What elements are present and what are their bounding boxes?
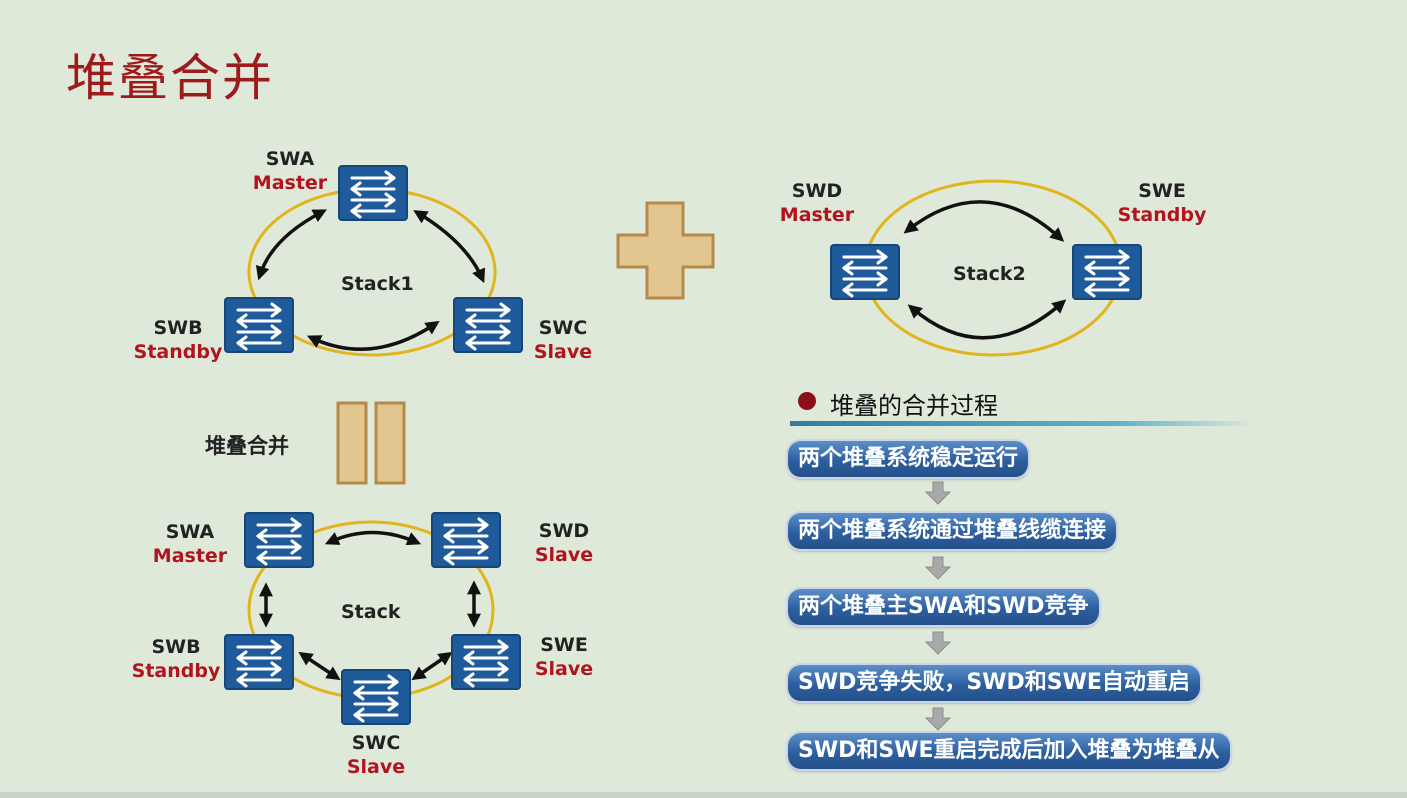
switch-role: Master xyxy=(252,172,328,194)
merged-stack-label: Stack xyxy=(341,601,401,623)
down-arrow-icon xyxy=(925,707,951,731)
switch-role: Slave xyxy=(533,341,593,363)
process-step-1: 两个堆叠系统稳定运行 xyxy=(788,441,1029,477)
process-step-3: 两个堆叠主SWA和SWD竞争 xyxy=(788,589,1099,625)
equals-icon xyxy=(336,401,406,485)
process-title: 堆叠的合并过程 xyxy=(830,392,998,420)
merged-swb-caption: SWB Standby xyxy=(124,635,228,683)
process-step-2: 两个堆叠系统通过堆叠线缆连接 xyxy=(788,513,1117,549)
stack1-link-swb-swc xyxy=(306,320,440,351)
merged-swe-caption: SWE Slave xyxy=(528,633,600,681)
stack2-link-bottom xyxy=(907,299,1067,340)
switch-name: SWE xyxy=(540,634,588,656)
merged-swa-switch-icon xyxy=(244,512,314,568)
merged-swc-switch-icon xyxy=(341,669,411,725)
stack1-swa-switch-icon xyxy=(338,165,408,221)
switch-role: Slave xyxy=(534,544,594,566)
stack1-swb-caption: SWB Standby xyxy=(126,316,230,364)
switch-name: SWD xyxy=(538,520,590,542)
switch-name: SWB xyxy=(153,317,203,339)
switch-role: Slave xyxy=(346,756,406,778)
switch-role: Standby xyxy=(133,341,223,363)
bullet-icon xyxy=(798,392,816,410)
stack1-link-swa-swb xyxy=(255,209,327,281)
merged-link-swa-swd xyxy=(324,530,422,546)
process-step-4: SWD竞争失败，SWD和SWE自动重启 xyxy=(788,665,1200,701)
merged-swc-caption: SWC Slave xyxy=(338,731,414,779)
stack1-swa-caption: SWA Master xyxy=(245,147,335,195)
down-arrow-icon xyxy=(925,631,951,655)
switch-role: Standby xyxy=(131,660,221,682)
down-arrow-icon xyxy=(925,556,951,580)
switch-name: SWE xyxy=(1138,180,1186,202)
merged-swb-switch-icon xyxy=(224,634,294,690)
stack1-swb-switch-icon xyxy=(224,297,294,353)
switch-name: SWC xyxy=(351,732,401,754)
stack1-swc-switch-icon xyxy=(453,297,523,353)
stack1-link-swa-swc xyxy=(413,210,485,284)
merged-link-swe-swc xyxy=(411,651,453,681)
merged-swd-caption: SWD Slave xyxy=(528,519,600,567)
switch-name: SWA xyxy=(265,148,315,170)
switch-name: SWA xyxy=(165,521,215,543)
switch-role: Master xyxy=(779,204,855,226)
stack2-swe-caption: SWE Standby xyxy=(1112,179,1212,227)
switch-role: Standby xyxy=(1117,204,1207,226)
stack1-swc-caption: SWC Slave xyxy=(527,316,599,364)
stack2-label: Stack2 xyxy=(953,263,1026,285)
title-divider xyxy=(790,421,1255,426)
merge-label: 堆叠合并 xyxy=(205,434,289,458)
switch-name: SWC xyxy=(538,317,588,339)
bottom-bar xyxy=(0,792,1407,798)
switch-name: SWD xyxy=(791,180,843,202)
switch-role: Master xyxy=(152,545,228,567)
merged-link-swb-swc xyxy=(298,651,341,681)
stack2-swd-switch-icon xyxy=(830,244,900,300)
stack2-swe-switch-icon xyxy=(1072,244,1142,300)
down-arrow-icon xyxy=(925,481,951,505)
switch-name: SWB xyxy=(151,636,201,658)
merged-swd-switch-icon xyxy=(431,512,501,568)
merged-swe-switch-icon xyxy=(451,634,521,690)
merged-swa-caption: SWA Master xyxy=(140,520,240,568)
stack1-label: Stack1 xyxy=(341,273,414,295)
stack2-link-top xyxy=(903,200,1065,242)
stack2-swd-caption: SWD Master xyxy=(772,179,862,227)
page-title: 堆叠合并 xyxy=(66,49,274,107)
switch-role: Slave xyxy=(534,658,594,680)
plus-icon xyxy=(616,201,715,300)
process-step-5: SWD和SWE重启完成后加入堆叠为堆叠从 xyxy=(788,733,1230,769)
